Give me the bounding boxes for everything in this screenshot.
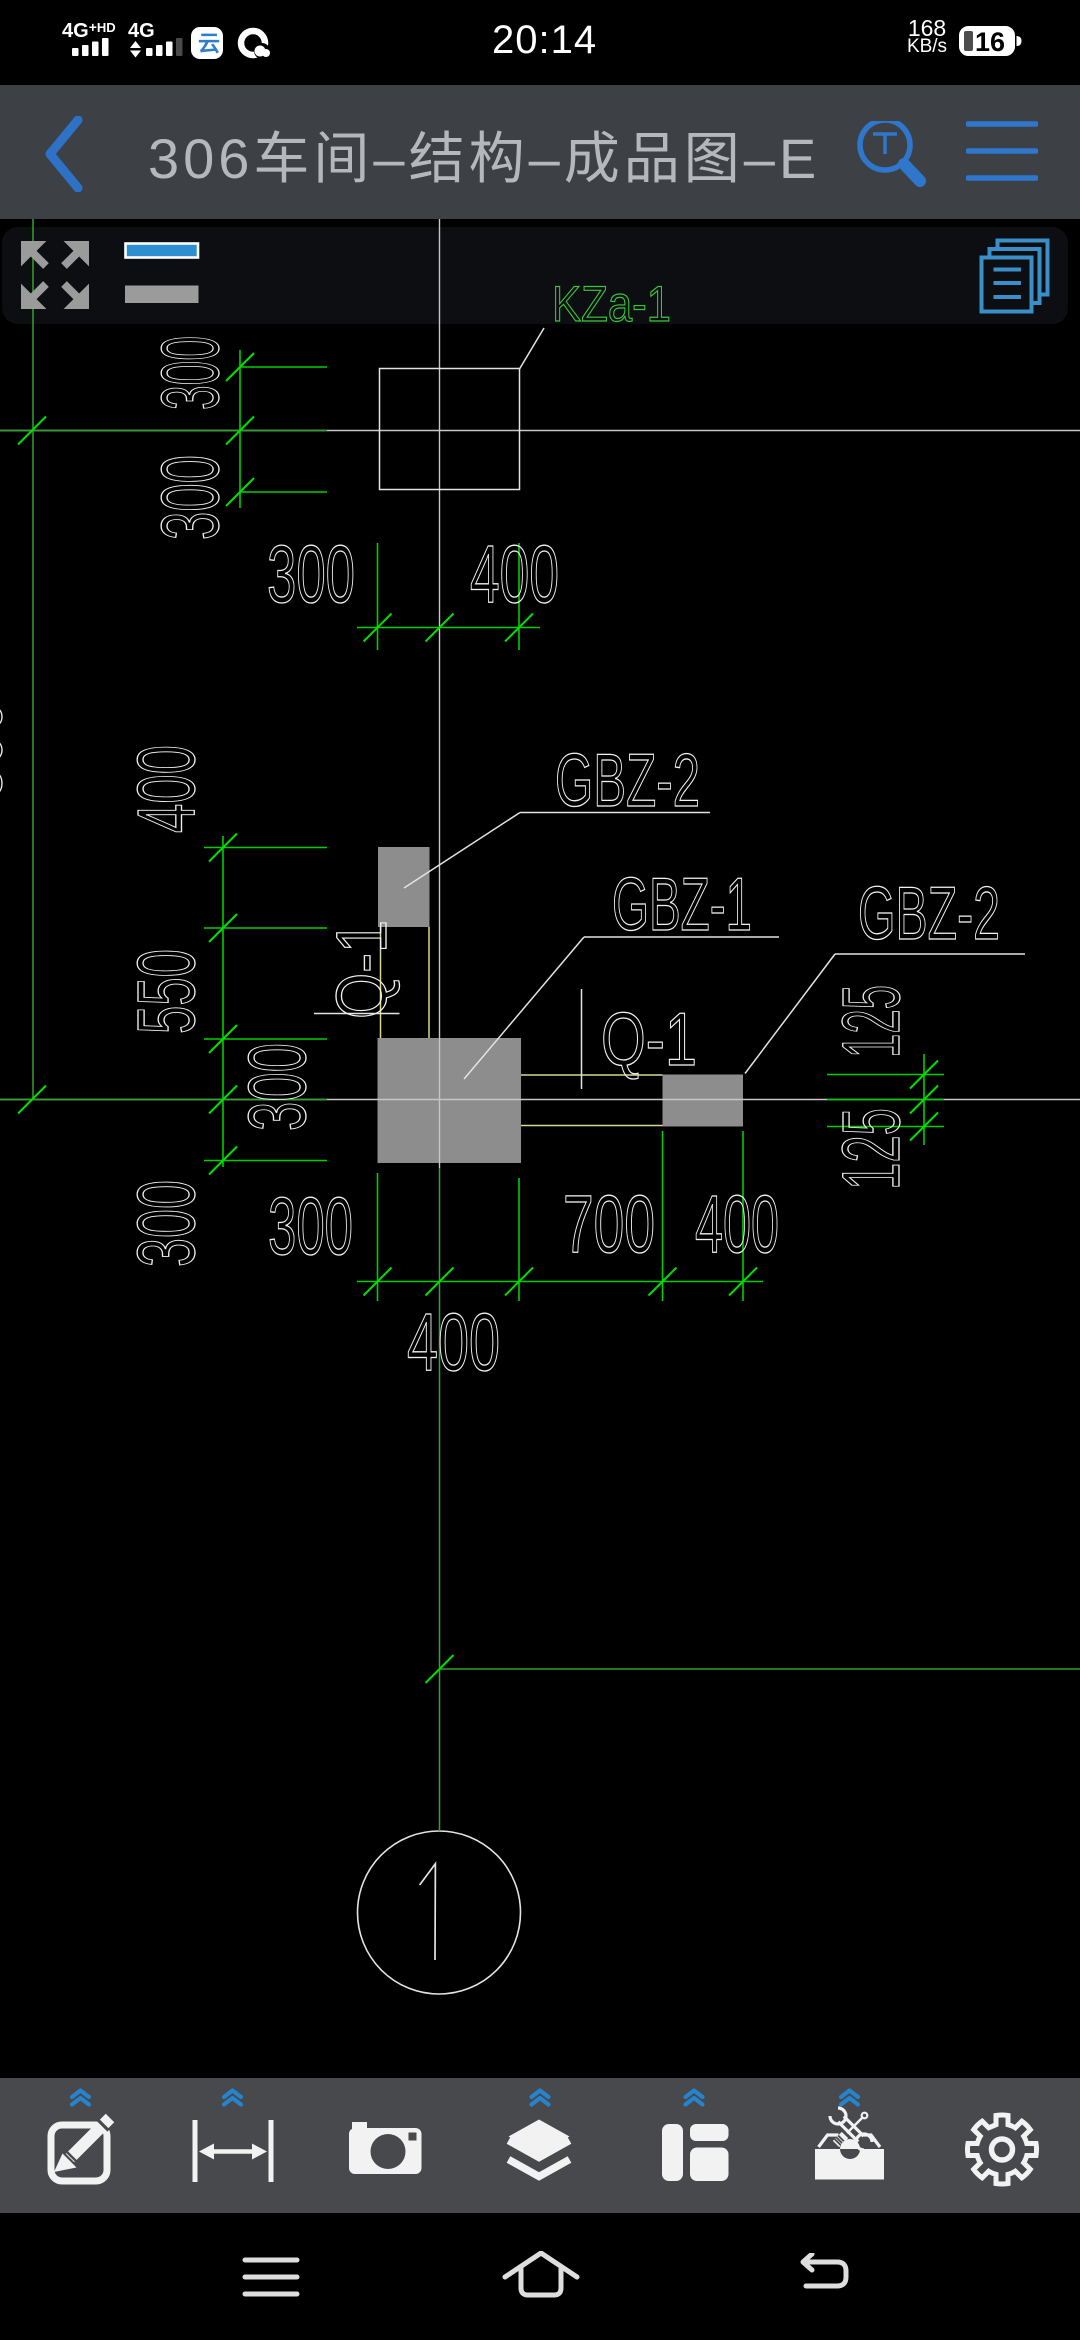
- svg-text:125: 125: [826, 1108, 917, 1190]
- svg-text:16: 16: [975, 27, 1005, 57]
- svg-text:400: 400: [407, 1297, 500, 1388]
- svg-text:700: 700: [563, 1179, 655, 1270]
- svg-text:400: 400: [470, 529, 559, 620]
- svg-text:300: 300: [145, 455, 236, 540]
- svg-text:300: 300: [232, 1043, 323, 1131]
- svg-text:Q-1: Q-1: [323, 920, 402, 1019]
- svg-text:KZa-1: KZa-1: [552, 276, 671, 332]
- svg-text:GBZ-2: GBZ-2: [555, 738, 700, 822]
- svg-text:300: 300: [267, 529, 355, 620]
- svg-text:300: 300: [121, 1180, 212, 1267]
- svg-text:300: 300: [145, 336, 236, 410]
- svg-text:300: 300: [268, 1181, 353, 1272]
- svg-text:400: 400: [121, 745, 212, 833]
- svg-text:GBZ-1: GBZ-1: [612, 862, 752, 946]
- svg-text:GBZ-2: GBZ-2: [858, 871, 1000, 955]
- svg-text:125: 125: [826, 985, 917, 1058]
- svg-text:云: 云: [198, 31, 220, 56]
- svg-text:300: 300: [0, 700, 19, 800]
- svg-text:4G: 4G: [128, 20, 155, 42]
- svg-text:550: 550: [121, 949, 212, 1034]
- svg-text:Q-1: Q-1: [601, 997, 697, 1081]
- svg-text:400: 400: [695, 1179, 779, 1270]
